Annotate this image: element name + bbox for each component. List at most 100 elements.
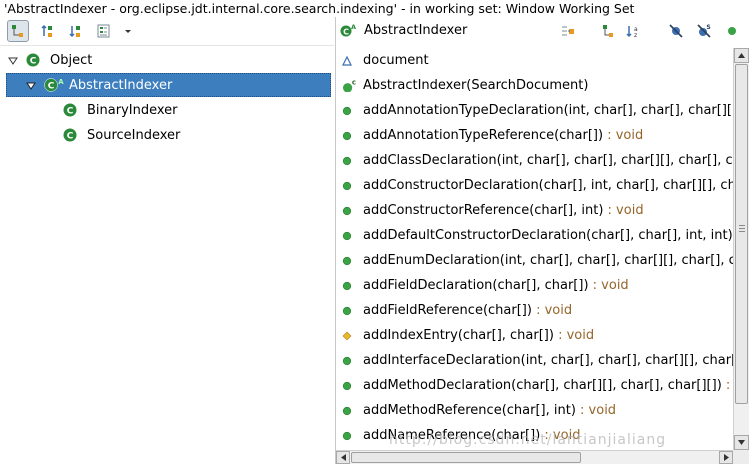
member-item[interactable]: addConstructorReference(char[], int) : v… [336,198,733,223]
svg-text:c: c [352,78,356,86]
vertical-scroll-thumb[interactable] [735,64,748,404]
horizontal-scroll-thumb[interactable] [351,452,581,463]
scroll-up-arrow-icon[interactable] [734,48,749,63]
protected-method-icon [342,331,352,341]
lock-view-icon[interactable] [558,21,578,41]
member-item[interactable]: document [336,48,733,73]
expand-triangle-icon[interactable] [26,73,36,98]
hide-static-members-icon[interactable]: S [694,21,714,41]
member-signature: AbstractIndexer(SearchDocument) [363,78,589,93]
member-name-text: addConstructorReference(char[], int) : v… [363,198,644,223]
hide-fields-icon[interactable] [666,21,686,41]
window-title: 'AbstractIndexer - org.eclipse.jdt.inter… [4,1,635,16]
member-item[interactable]: addMethodDeclaration(char[], char[][], c… [336,373,733,398]
member-item[interactable]: addDefaultConstructorDeclaration(char[],… [336,223,733,248]
member-name-text: addConstructorDeclaration(char[], int, c… [363,173,733,198]
svg-text:z: z [634,32,637,39]
svg-text:C: C [67,132,74,142]
svg-text:S: S [706,24,710,31]
view-menu-icon[interactable] [117,20,139,42]
member-return-type: : void [580,403,617,418]
member-name-text: addAnnotationTypeReference(char[]) : voi… [363,123,643,148]
public-method-icon [342,281,352,291]
public-method-icon [342,356,352,366]
member-item[interactable]: addIndexEntry(char[], char[]) : void [336,323,733,348]
member-name-text: addDefaultConstructorDeclaration(char[],… [363,223,733,248]
public-method-icon [342,206,352,216]
members-list: document c AbstractIndexer(SearchDocument)… [336,48,733,450]
member-signature: addClassDeclaration(int, char[], char[],… [363,153,733,168]
scroll-right-arrow-icon[interactable] [719,451,733,464]
svg-text:C: C [343,27,349,36]
hierarchy-toolbar [0,17,334,46]
tree-item-label: BinaryIndexer [87,103,178,118]
svg-text:C: C [67,107,74,117]
class-icon: C [63,103,77,117]
member-name-text: addNameReference(char[]) : void [363,423,580,448]
member-name-text: addInterfaceDeclaration(int, char[], cha… [363,348,733,373]
member-item[interactable]: addConstructorDeclaration(char[], int, c… [336,173,733,198]
member-item[interactable]: addClassDeclaration(int, char[], char[],… [336,148,733,173]
previous-hierarchy-inputs-icon[interactable] [93,20,115,42]
tree-item-label: Object [50,53,93,68]
tree-item-label: AbstractIndexer [69,78,173,93]
member-item[interactable]: c AbstractIndexer(SearchDocument) [336,73,733,98]
expand-triangle-icon[interactable] [8,48,18,73]
member-item[interactable]: addFieldReference(char[]) : void [336,298,733,323]
member-signature: addMethodDeclaration(char[], char[][], c… [363,378,722,393]
class-icon: C [26,53,40,67]
member-name-text: addClassDeclaration(int, char[], char[],… [363,148,733,173]
member-return-type: : [725,378,731,393]
member-item[interactable]: addInterfaceDeclaration(int, char[], cha… [336,348,733,373]
member-return-type: : void [607,203,644,218]
show-type-hierarchy-icon[interactable] [7,20,29,42]
hide-non-public-members-icon[interactable] [722,21,742,41]
tree-item-binaryindexer[interactable]: C BinaryIndexer [0,98,334,123]
member-name-text: addMethodReference(char[], int) : void [363,398,616,423]
member-return-type: : void [536,303,573,318]
scroll-left-arrow-icon[interactable] [336,451,350,464]
member-name-text: addMethodDeclaration(char[], char[][], c… [363,373,730,398]
member-signature: addFieldDeclaration(char[], char[]) [363,278,589,293]
public-method-icon [342,131,352,141]
tree-item-sourceindexer[interactable]: C SourceIndexer [0,123,334,148]
vertical-scrollbar[interactable] [733,48,749,450]
public-method-icon [342,431,352,441]
member-item[interactable]: addNameReference(char[]) : void [336,423,733,448]
member-return-type: : void [544,428,581,443]
member-item[interactable]: addAnnotationTypeReference(char[]) : voi… [336,123,733,148]
member-name-text: addFieldReference(char[]) : void [363,298,572,323]
watermark-text: http://blog.csdn.net/lantianjialiang [389,432,667,448]
public-method-icon [342,306,352,316]
public-method-icon [342,156,352,166]
member-signature: addConstructorReference(char[], int) [363,203,604,218]
protected-field-icon [342,56,352,66]
tree-item-label: SourceIndexer [87,128,181,143]
member-name-text: document [363,48,429,73]
svg-text:A: A [58,78,64,86]
public-method-icon [342,106,352,116]
svg-text:C: C [48,82,55,92]
member-signature: addMethodReference(char[], int) [363,403,576,418]
scroll-down-arrow-icon[interactable] [734,435,749,450]
show-inherited-members-icon[interactable] [598,21,618,41]
member-return-type: : void [558,328,595,343]
horizontal-scrollbar[interactable] [336,450,733,464]
member-item[interactable]: addAnnotationTypeDeclaration(int, char[]… [336,98,733,123]
show-supertype-hierarchy-icon[interactable] [37,20,59,42]
member-name-text: addIndexEntry(char[], char[]) : void [363,323,594,348]
member-name-text: addAnnotationTypeDeclaration(int, char[]… [363,98,733,123]
member-item[interactable]: addFieldDeclaration(char[], char[]) : vo… [336,273,733,298]
member-item[interactable]: addMethodReference(char[], int) : void [336,398,733,423]
member-signature: addIndexEntry(char[], char[]) [363,328,554,343]
show-subtype-hierarchy-icon[interactable] [65,20,87,42]
tree-item-object[interactable]: C Object [0,48,334,73]
member-item[interactable]: addEnumDeclaration(int, char[], char[], … [336,248,733,273]
member-signature: addAnnotationTypeDeclaration(int, char[]… [363,103,733,118]
